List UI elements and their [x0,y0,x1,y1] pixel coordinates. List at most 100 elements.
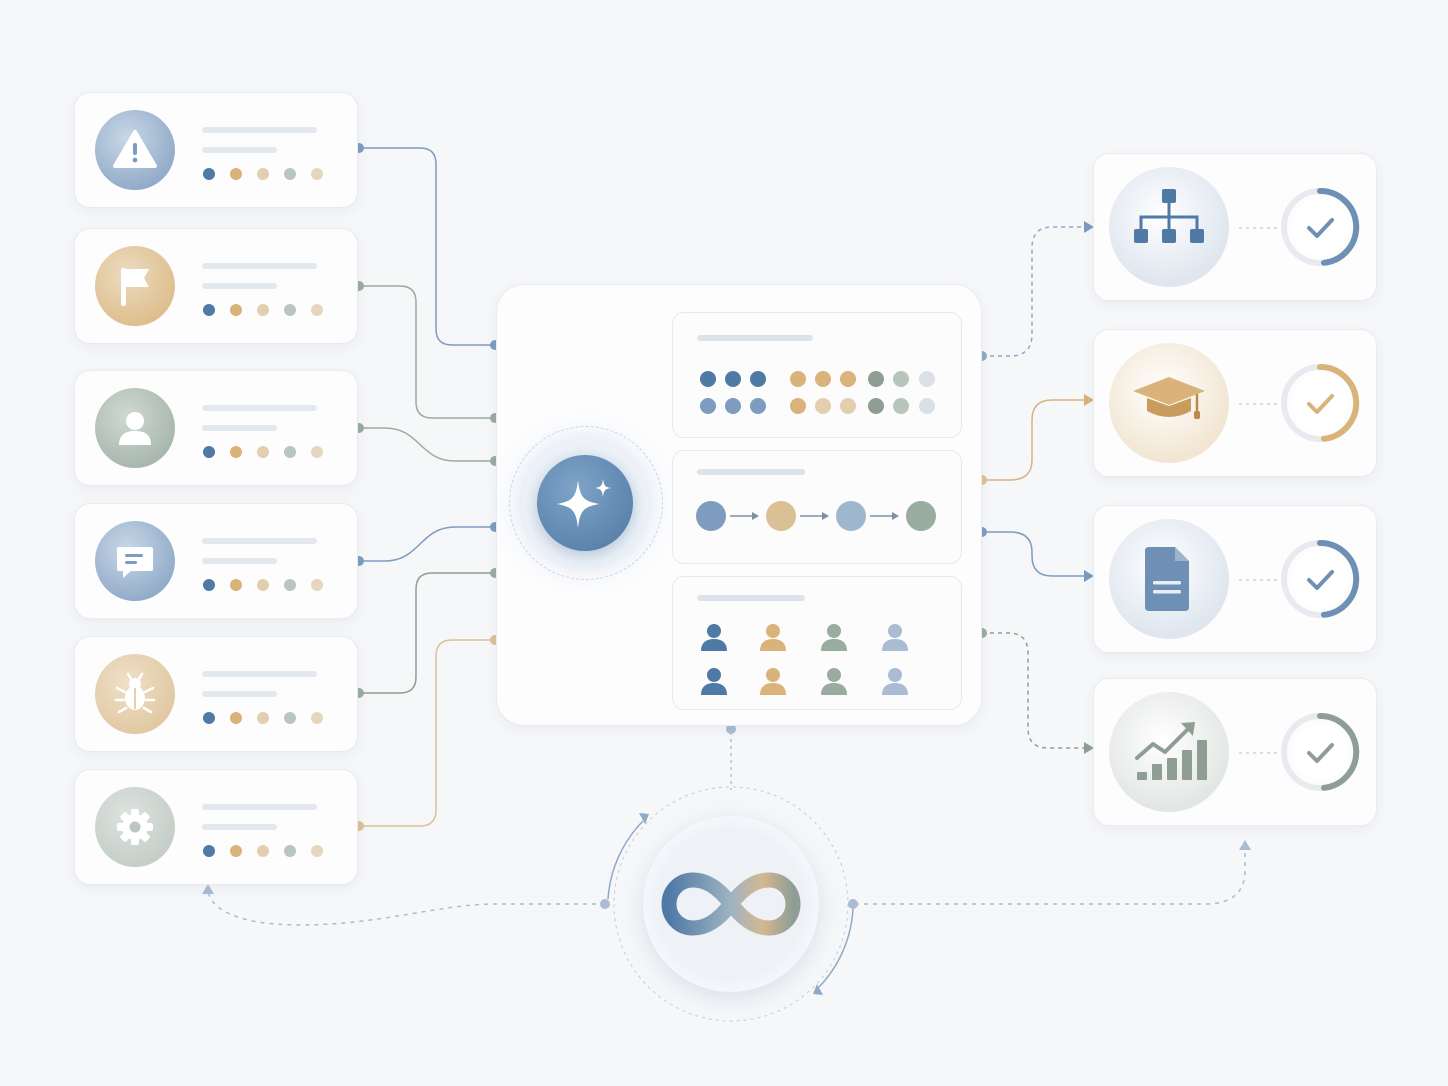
cluster-dot [790,398,806,414]
cluster-dot [725,371,741,387]
cluster-dot [700,371,716,387]
status-dot [203,304,215,316]
cluster-dot [868,398,884,414]
flow-node [906,501,936,531]
status-dot [230,712,242,724]
placeholder-line [202,283,277,289]
person-icon [821,624,847,651]
status-dot [230,845,242,857]
status-dot [311,579,323,591]
sparkle-icon [557,479,611,528]
graduation-cap-icon [1133,377,1205,419]
status-dot [230,168,242,180]
cluster-dot [750,398,766,414]
flag-icon [121,268,149,306]
status-dot [257,446,269,458]
input-card[interactable] [74,636,358,752]
hub-panel-people [672,576,962,710]
cluster-dot [840,371,856,387]
person-icon [760,624,786,651]
placeholder-line [202,691,277,697]
dashed-link [1239,403,1279,405]
status-dot [311,446,323,458]
placeholder-line [202,538,317,544]
input-card-icon-badge [95,521,175,601]
person-icon [882,624,908,651]
hub-panel-flow [672,450,962,564]
hub-core-halo [509,426,663,580]
placeholder-line [697,595,805,601]
input-card-icon-badge [95,654,175,734]
loop-ring [600,786,858,1022]
cluster-dot [919,371,935,387]
flow-node [766,501,796,531]
input-card[interactable] [74,92,358,208]
cluster-dot [700,398,716,414]
status-dot [284,712,296,724]
output-card[interactable] [1093,153,1377,301]
input-card-icon-badge [95,110,175,190]
status-dot [257,168,269,180]
cluster-dot [893,371,909,387]
person-icon [882,668,908,695]
input-card[interactable] [74,228,358,344]
document-icon [1145,547,1189,611]
person-icon [760,668,786,695]
status-dot [257,845,269,857]
loop-core[interactable] [643,816,819,992]
output-card-icon-badge [1109,167,1229,287]
status-dot [257,712,269,724]
placeholder-line [202,405,317,411]
cluster-dot [815,371,831,387]
cluster-dot [893,398,909,414]
gear-icon [117,809,153,845]
arrow-right-icon [870,512,899,520]
placeholder-line [202,558,277,564]
status-dot [257,579,269,591]
growth-chart-icon [1135,722,1207,780]
output-card-icon-badge [1109,519,1229,639]
status-dot [203,845,215,857]
hub-core[interactable] [537,455,633,551]
check-circle-icon [1281,187,1360,266]
status-dot [203,446,215,458]
placeholder-line [202,127,317,133]
output-card[interactable] [1093,678,1377,826]
status-dot [311,845,323,857]
status-dot [284,304,296,316]
arrow-right-icon [800,512,829,520]
status-dot [203,579,215,591]
status-dot [284,446,296,458]
input-card[interactable] [74,503,358,619]
check-circle-icon [1281,363,1360,442]
placeholder-line [202,804,317,810]
input-card[interactable] [74,370,358,486]
output-card-icon-badge [1109,343,1229,463]
arrow-right-icon [730,512,759,520]
check-circle-icon [1281,712,1360,791]
output-card-icon-badge [1109,692,1229,812]
dashed-link [1239,752,1279,754]
input-card-icon-badge [95,787,175,867]
output-card[interactable] [1093,329,1377,477]
person-icon [701,668,727,695]
input-card-icon-badge [95,246,175,326]
hierarchy-icon [1134,189,1204,243]
placeholder-line [202,263,317,269]
placeholder-line [202,147,277,153]
placeholder-line [202,824,277,830]
placeholder-line [697,335,813,341]
person-icon [821,668,847,695]
status-dot [230,446,242,458]
placeholder-line [697,469,805,475]
status-dot [284,168,296,180]
status-dot [203,168,215,180]
flow-node [836,501,866,531]
output-card[interactable] [1093,505,1377,653]
warning-icon [113,130,157,168]
placeholder-line [202,671,317,677]
input-card[interactable] [74,769,358,885]
person-icon [701,624,727,651]
cluster-dot [725,398,741,414]
flow-node [696,501,726,531]
